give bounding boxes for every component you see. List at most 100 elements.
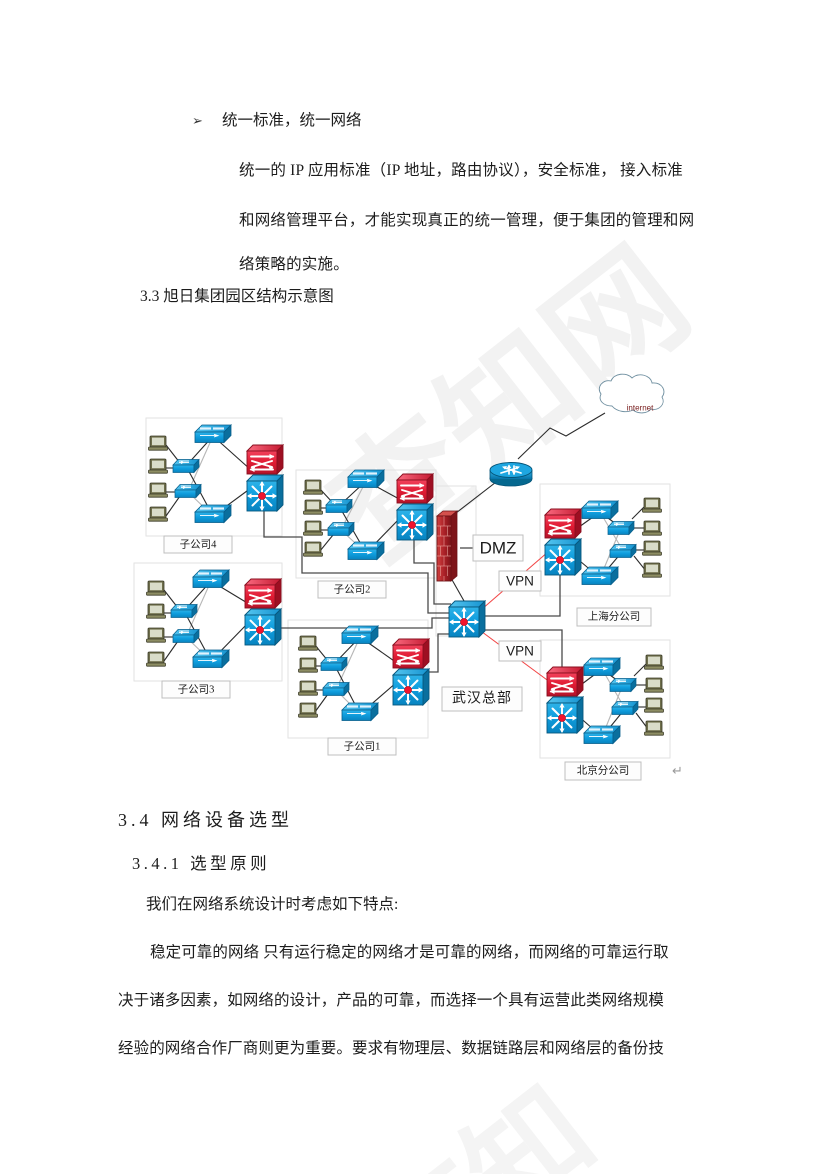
site-hq: DMZ VPN VPN 武汉总部 (436, 461, 542, 712)
pc-icon (644, 720, 664, 736)
distribution-switch-icon (347, 541, 385, 560)
core-stack-icon (393, 639, 429, 705)
pc-icon (298, 680, 318, 696)
pc-icon (298, 657, 318, 673)
access-switch-icon (327, 522, 355, 536)
pc-icon (148, 458, 168, 474)
pc-icon (644, 697, 664, 713)
pc-icon (303, 499, 323, 515)
vpn-label-2: VPN (506, 644, 534, 659)
watermark-main: 查知网 (302, 218, 720, 591)
link-internet-router (517, 412, 606, 460)
panel-sub4 (145, 417, 283, 537)
paragraph2-line-1: 稳定可靠的网络 只有运行稳定的网络才是可靠的网络，而网络的可靠运行取 (150, 944, 669, 961)
site-label-shanghai: 上海分公司 (588, 610, 641, 623)
site-sub4: 子公司4 (148, 424, 284, 554)
link-firewall-hqcore (450, 577, 469, 609)
dmz-label: DMZ (480, 539, 517, 558)
link-sub3-hq (262, 617, 451, 629)
bullet-item: ➢ 统一标准，统一网络 (192, 108, 362, 130)
site-beijing: 北京分公司 (547, 654, 664, 781)
cloud-label: internet (627, 404, 654, 413)
paragraph2-line-3: 经验的网络合作厂商则更为重要。要求有物理层、数据链路层和网络层的备份技 (118, 1040, 665, 1057)
distribution-switch-icon (341, 625, 379, 644)
paragraph1-line-3: 络策略的实施。 (239, 256, 349, 273)
watermark-bottom: 查知 (327, 1040, 623, 1174)
pc-icon (303, 479, 323, 495)
pc-icon (148, 435, 168, 451)
distribution-switch-icon (194, 424, 232, 443)
link-sub2-hq (413, 523, 451, 605)
pc-icon (642, 497, 662, 513)
pc-icon (298, 702, 318, 718)
access-switch-icon (172, 459, 200, 473)
site-label-hq: 武汉总部 (452, 691, 512, 707)
pc-icon (644, 654, 664, 670)
pc-icon (642, 540, 662, 556)
core-stack-icon (397, 474, 433, 540)
pc-icon (303, 541, 323, 557)
pc-icon (146, 580, 166, 596)
distribution-switch-icon (192, 569, 230, 588)
distribution-switch-icon (583, 725, 621, 744)
paragraph2-line-2: 决于诸多因素，如网络的设计，产品的可靠，而选择一个具有运营此类网络规模 (118, 992, 665, 1009)
core-stack-icon (247, 445, 283, 511)
site-sub1: 子公司1 (298, 625, 430, 756)
access-switch-icon (170, 604, 198, 618)
panel-hq (435, 485, 477, 637)
pc-icon (146, 651, 166, 667)
link-router-firewall (455, 478, 501, 514)
site-shanghai: 上海分公司 (545, 497, 662, 627)
pc-icon (146, 603, 166, 619)
bullet-arrow-icon: ➢ (192, 113, 203, 128)
pc-icon (148, 506, 168, 522)
pc-icon (148, 482, 168, 498)
pc-icon (303, 520, 323, 536)
vpn-label-1: VPN (506, 574, 534, 589)
paragraph1-line-2: 和网络管理平台，才能实现真正的统一管理，便于集团的管理和网 (239, 212, 695, 229)
site-label-sub2: 子公司2 (334, 584, 371, 596)
internet-router-icon (489, 461, 533, 487)
panel-sub3 (133, 562, 283, 682)
access-switch-icon (325, 499, 353, 513)
site-label-beijing: 北京分公司 (577, 764, 630, 777)
site-label-sub1: 子公司1 (344, 741, 381, 753)
site-sub2: 子公司2 (303, 469, 434, 599)
distribution-switch-icon (583, 657, 621, 676)
heading-3-4: 3.4 网络设备选型 (118, 810, 293, 830)
access-switch-icon (607, 521, 635, 535)
pc-icon (146, 627, 166, 643)
distribution-switch-icon (341, 702, 379, 721)
firewall-icon (436, 510, 458, 582)
pc-icon (642, 520, 662, 536)
panel-beijing (539, 639, 671, 759)
paragraph2-lead: 我们在网络系统设计时考虑如下特点: (146, 896, 399, 913)
site-sub3: 子公司3 (146, 569, 282, 699)
distribution-switch-icon (581, 566, 619, 585)
access-switch-icon (611, 701, 639, 715)
access-switch-icon (320, 657, 348, 671)
access-switch-icon (172, 629, 200, 643)
hq-core-switch-icon (448, 600, 486, 638)
access-switch-icon (609, 544, 637, 558)
site-label-sub4: 子公司4 (180, 539, 217, 551)
core-stack-icon (545, 509, 581, 575)
access-switch-icon (174, 484, 202, 498)
panel-shanghai (539, 483, 671, 597)
distribution-switch-icon (192, 649, 230, 668)
site-label-sub3: 子公司3 (178, 684, 215, 696)
pc-icon (298, 635, 318, 651)
core-stack-icon (547, 667, 583, 733)
paragraph-return-mark: ↵ (672, 764, 683, 779)
pc-icon (642, 562, 662, 578)
pc-icon (644, 677, 664, 693)
distribution-switch-icon (347, 469, 385, 488)
panel-sub1 (287, 619, 429, 739)
link-sub1-hq (410, 633, 451, 673)
core-stack-icon (245, 579, 281, 645)
distribution-switch-icon (581, 500, 619, 519)
access-switch-icon (322, 682, 350, 696)
internet-cloud: internet (598, 373, 665, 414)
bullet-text: 统一标准，统一网络 (222, 112, 362, 129)
